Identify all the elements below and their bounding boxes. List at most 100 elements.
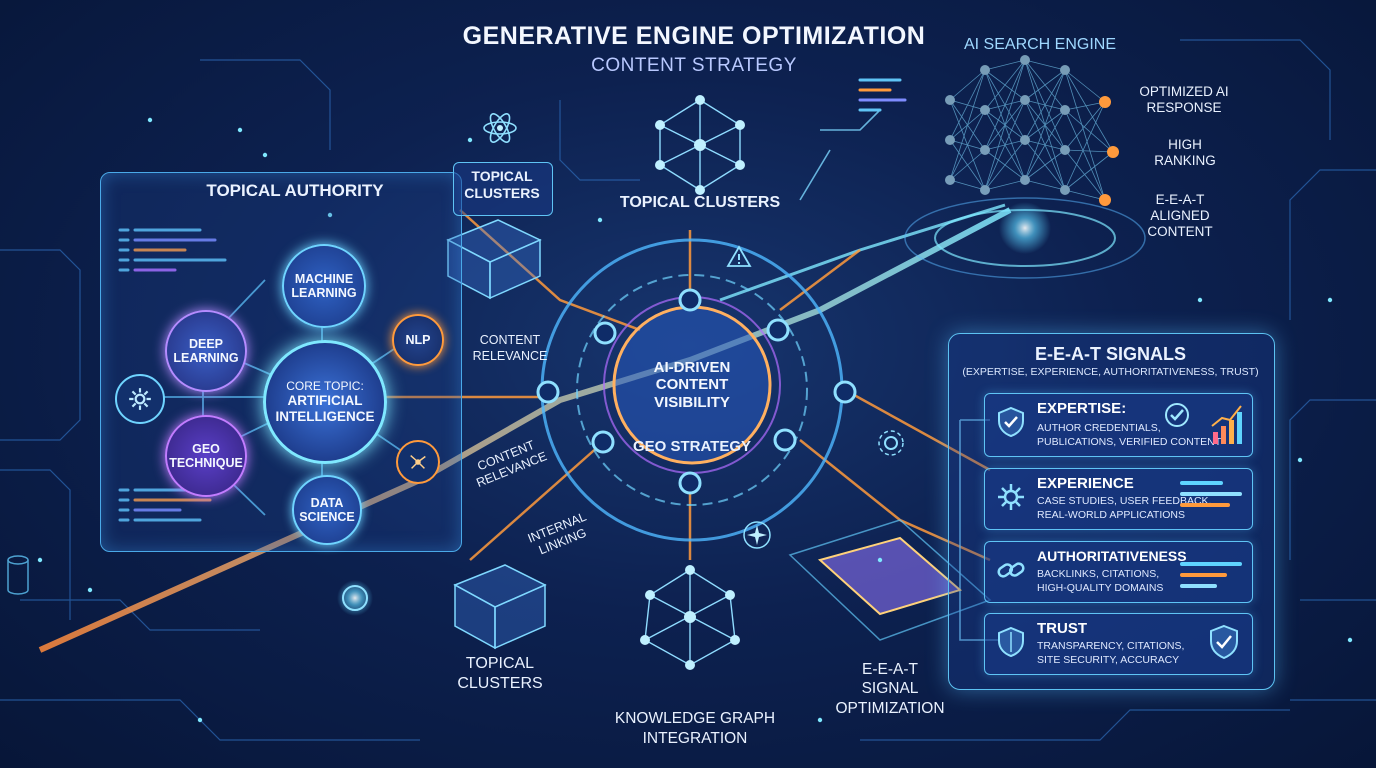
particle-dot: [597, 217, 603, 223]
expertise-title: Expertise:: [1037, 400, 1127, 417]
nnet-node: [1060, 145, 1070, 155]
page-subtitle: Content Strategy: [591, 55, 797, 76]
deep-learning-node[interactable]: Deep Learning: [165, 310, 247, 392]
bar-chart-icon: [1211, 405, 1242, 444]
particle-dot: [817, 717, 823, 723]
nnet-edge: [949, 69, 986, 101]
authoritativeness-line1: Backlinks, Citations,: [1037, 568, 1160, 580]
experience-line2: Real-World Applications: [1037, 509, 1186, 521]
topical-clusters-box-label: Topical Clusters: [464, 168, 540, 201]
nnet-node: [1060, 105, 1070, 115]
nnet-node: [980, 65, 990, 75]
experience-card[interactable]: Experience Case Studies, User Feedback, …: [984, 468, 1253, 530]
trust-line1: Transparency, Citations,: [1037, 640, 1185, 652]
nnet-edge: [984, 179, 1026, 191]
nnet-node: [945, 135, 955, 145]
core-topic-name-line1: Artificial: [287, 393, 363, 408]
eeat-optimization-line3: Optimization: [835, 699, 945, 717]
nnet-node: [1020, 55, 1030, 65]
data-science-node[interactable]: Data Science: [292, 475, 362, 545]
nnet-edge: [1064, 101, 1106, 151]
authoritativeness-card[interactable]: Authoritativeness Backlinks, Citations, …: [984, 541, 1253, 603]
nnet-edge: [949, 69, 986, 181]
nnet-node: [1020, 135, 1030, 145]
authoritativeness-line2: High-Quality Domains: [1037, 582, 1164, 594]
core-topic-name-line2: Intelligence: [275, 409, 375, 425]
trust-card[interactable]: Trust Transparency, Citations, Site Secu…: [984, 613, 1253, 675]
nnet-node: [945, 95, 955, 105]
particle-dot: [467, 137, 473, 143]
nnet-edge: [984, 59, 1026, 71]
nnet-node: [1060, 185, 1070, 195]
particle-dot: [327, 212, 333, 218]
nnet-node: [980, 105, 990, 115]
nnet-edge: [1064, 109, 1106, 201]
topical-clusters-top-label: Topical Clusters: [619, 194, 781, 211]
eeat-signals-subtitle: (Expertise, Experience, Authoritativenes…: [962, 366, 1259, 378]
topical-authority-title: Topical Authority: [206, 181, 384, 200]
eeat-optimization-label: E-E-A-T Signal Optimization: [820, 660, 960, 718]
warning-icon: [726, 245, 752, 267]
ai-search-engine-title: AI Search Engine: [963, 36, 1117, 53]
eeat-optimization-line2: Signal: [861, 680, 919, 698]
nnet-edge: [949, 149, 986, 181]
nnet-edge: [1064, 189, 1106, 201]
check-circle-icon: [1165, 403, 1189, 427]
nnet-edge: [1024, 69, 1066, 181]
experience-line1: Case Studies, User Feedback,: [1037, 495, 1212, 507]
particle-dot: [1197, 297, 1203, 303]
nnet-edge: [1064, 151, 1114, 191]
nnet-edge: [984, 139, 1026, 191]
nlp-node[interactable]: NLP: [392, 314, 444, 366]
particle-dot: [147, 117, 153, 123]
nnet-node: [980, 145, 990, 155]
nnet-edge: [1024, 149, 1066, 181]
particle-dot: [262, 152, 268, 158]
experience-bars: [1180, 481, 1242, 514]
nnet-edge: [1064, 149, 1106, 201]
geo-technique-node[interactable]: GEO Technique: [165, 415, 247, 497]
nnet-edge: [1024, 109, 1066, 181]
network-hub-icon: [410, 455, 426, 469]
star-icon: [743, 521, 771, 549]
gear-icon: [998, 484, 1024, 510]
nnet-edge: [984, 99, 1026, 191]
nnet-edge: [949, 109, 986, 181]
nnet-edge: [1064, 109, 1114, 153]
particle-dot: [877, 557, 883, 563]
core-topic-node[interactable]: Core Topic: Artificial Intelligence: [263, 340, 387, 464]
nnet-edge: [1064, 101, 1106, 111]
particle-dot: [197, 717, 203, 723]
nnet-edge: [949, 179, 986, 191]
topical-clusters-box: [453, 162, 553, 216]
shield-icon: [998, 626, 1024, 658]
content-relevance-label-1: Content Relevance: [472, 333, 548, 363]
nnet-edge: [1024, 59, 1066, 71]
network-hub-node: [396, 440, 440, 484]
machine-learning-node[interactable]: Machine Learning: [282, 244, 366, 328]
particle-dot: [1347, 637, 1353, 643]
nnet-edge: [1024, 69, 1066, 141]
expertise-card[interactable]: Expertise: Author Credentials, Publicati…: [984, 393, 1253, 457]
page-title: Generative Engine Optimization: [462, 22, 926, 50]
particle-dot: [87, 587, 93, 593]
expertise-line2: Publications, Verified Content: [1037, 436, 1222, 448]
chain-link-icon: [997, 562, 1025, 578]
shield-check-icon: [998, 406, 1024, 438]
nnet-edge: [984, 59, 1026, 111]
particle-dot: [237, 127, 243, 133]
nnet-edge: [1064, 69, 1106, 201]
experience-title: Experience: [1037, 475, 1134, 492]
eeat-signals-title: E-E-A-T Signals: [1035, 344, 1186, 364]
nnet-edge: [1024, 179, 1066, 191]
trust-title: Trust: [1037, 620, 1087, 637]
nnet-node: [1020, 175, 1030, 185]
nnet-node: [945, 175, 955, 185]
authoritativeness-bars: [1180, 562, 1242, 595]
trust-line2: Site Security, Accuracy: [1037, 654, 1180, 666]
hub-center-label: AI-Driven Content Visibility: [653, 359, 731, 411]
nnet-node: [980, 185, 990, 195]
nnet-edge: [1064, 69, 1114, 153]
particle-dot: [37, 557, 43, 563]
